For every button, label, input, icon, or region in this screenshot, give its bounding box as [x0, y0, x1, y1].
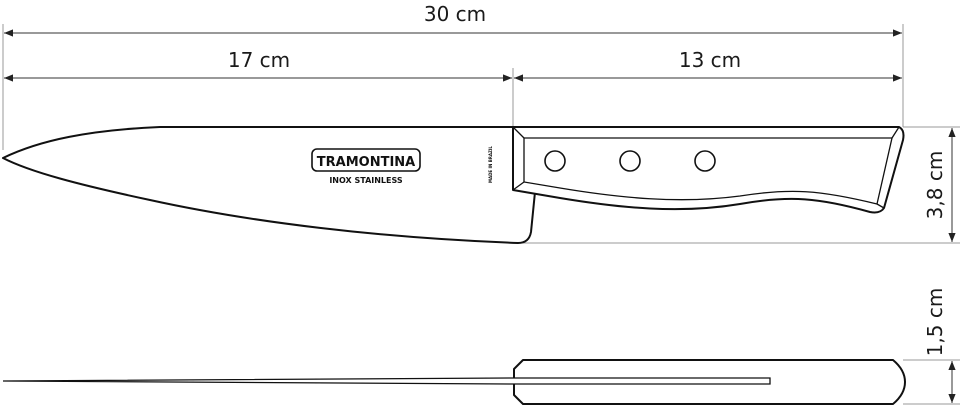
thickness-label: 1,5 cm: [923, 288, 947, 357]
height-label: 3,8 cm: [923, 151, 947, 220]
rivet: [619, 150, 641, 172]
knife-top-view: [2, 359, 906, 405]
svg-text:TRAMONTINA: TRAMONTINA: [317, 155, 415, 170]
brand-logo: TRAMONTINA INOX STAINLESS: [311, 148, 421, 185]
origin-marking: MADE IN BRAZIL: [488, 146, 493, 183]
rivet: [544, 150, 566, 172]
handle-length-label: 13 cm: [679, 48, 741, 72]
blade: [2, 126, 536, 244]
handle-side-view: [512, 126, 905, 214]
rivet: [694, 150, 716, 172]
total-length-label: 30 cm: [424, 2, 486, 26]
svg-text:INOX STAINLESS: INOX STAINLESS: [329, 176, 403, 185]
extension-lines: [2, 24, 960, 405]
blade-length-label: 17 cm: [228, 48, 290, 72]
